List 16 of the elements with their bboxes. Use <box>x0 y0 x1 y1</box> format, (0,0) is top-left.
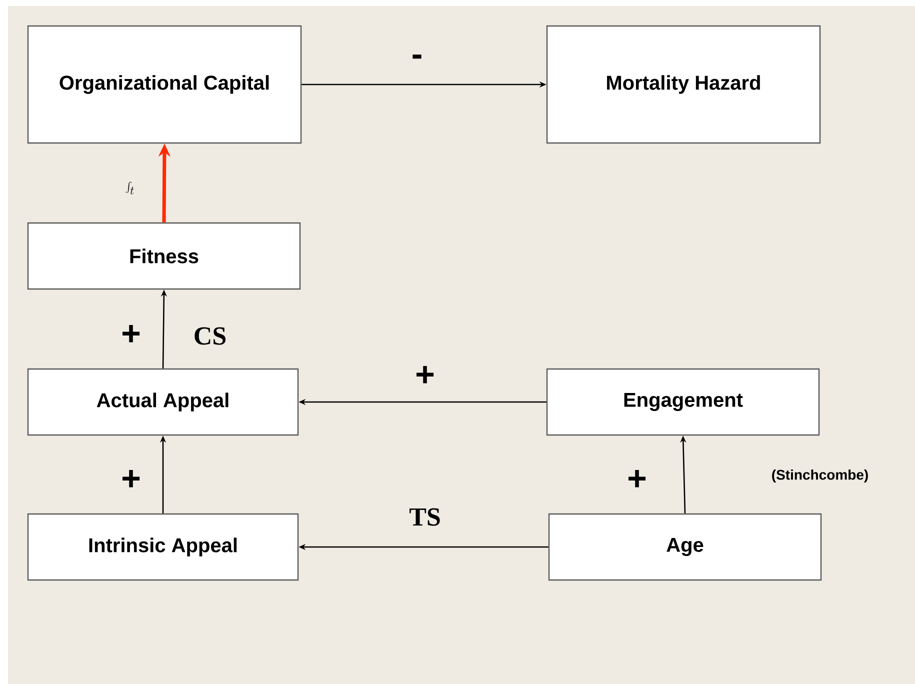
process-box: Organizational Capital <box>27 25 302 144</box>
process-box: Actual Appeal <box>27 368 299 436</box>
process-box: Intrinsic Appeal <box>27 513 299 581</box>
sign-label: + <box>628 470 646 488</box>
edge-label: TS <box>410 508 440 526</box>
note-label: CS <box>194 327 226 345</box>
note-label: (Stinchcombe) <box>772 469 868 483</box>
process-box: Mortality Hazard <box>546 25 821 144</box>
sign-label: + <box>416 366 434 384</box>
sign-label: + <box>122 470 140 488</box>
process-box: Fitness <box>27 222 301 290</box>
process-box: Engagement <box>546 368 820 436</box>
sign-label: + <box>122 325 140 342</box>
process-box: Age <box>548 513 822 581</box>
integral-label: $\int_t$ <box>126 182 134 194</box>
sign-label: - <box>412 54 422 59</box>
